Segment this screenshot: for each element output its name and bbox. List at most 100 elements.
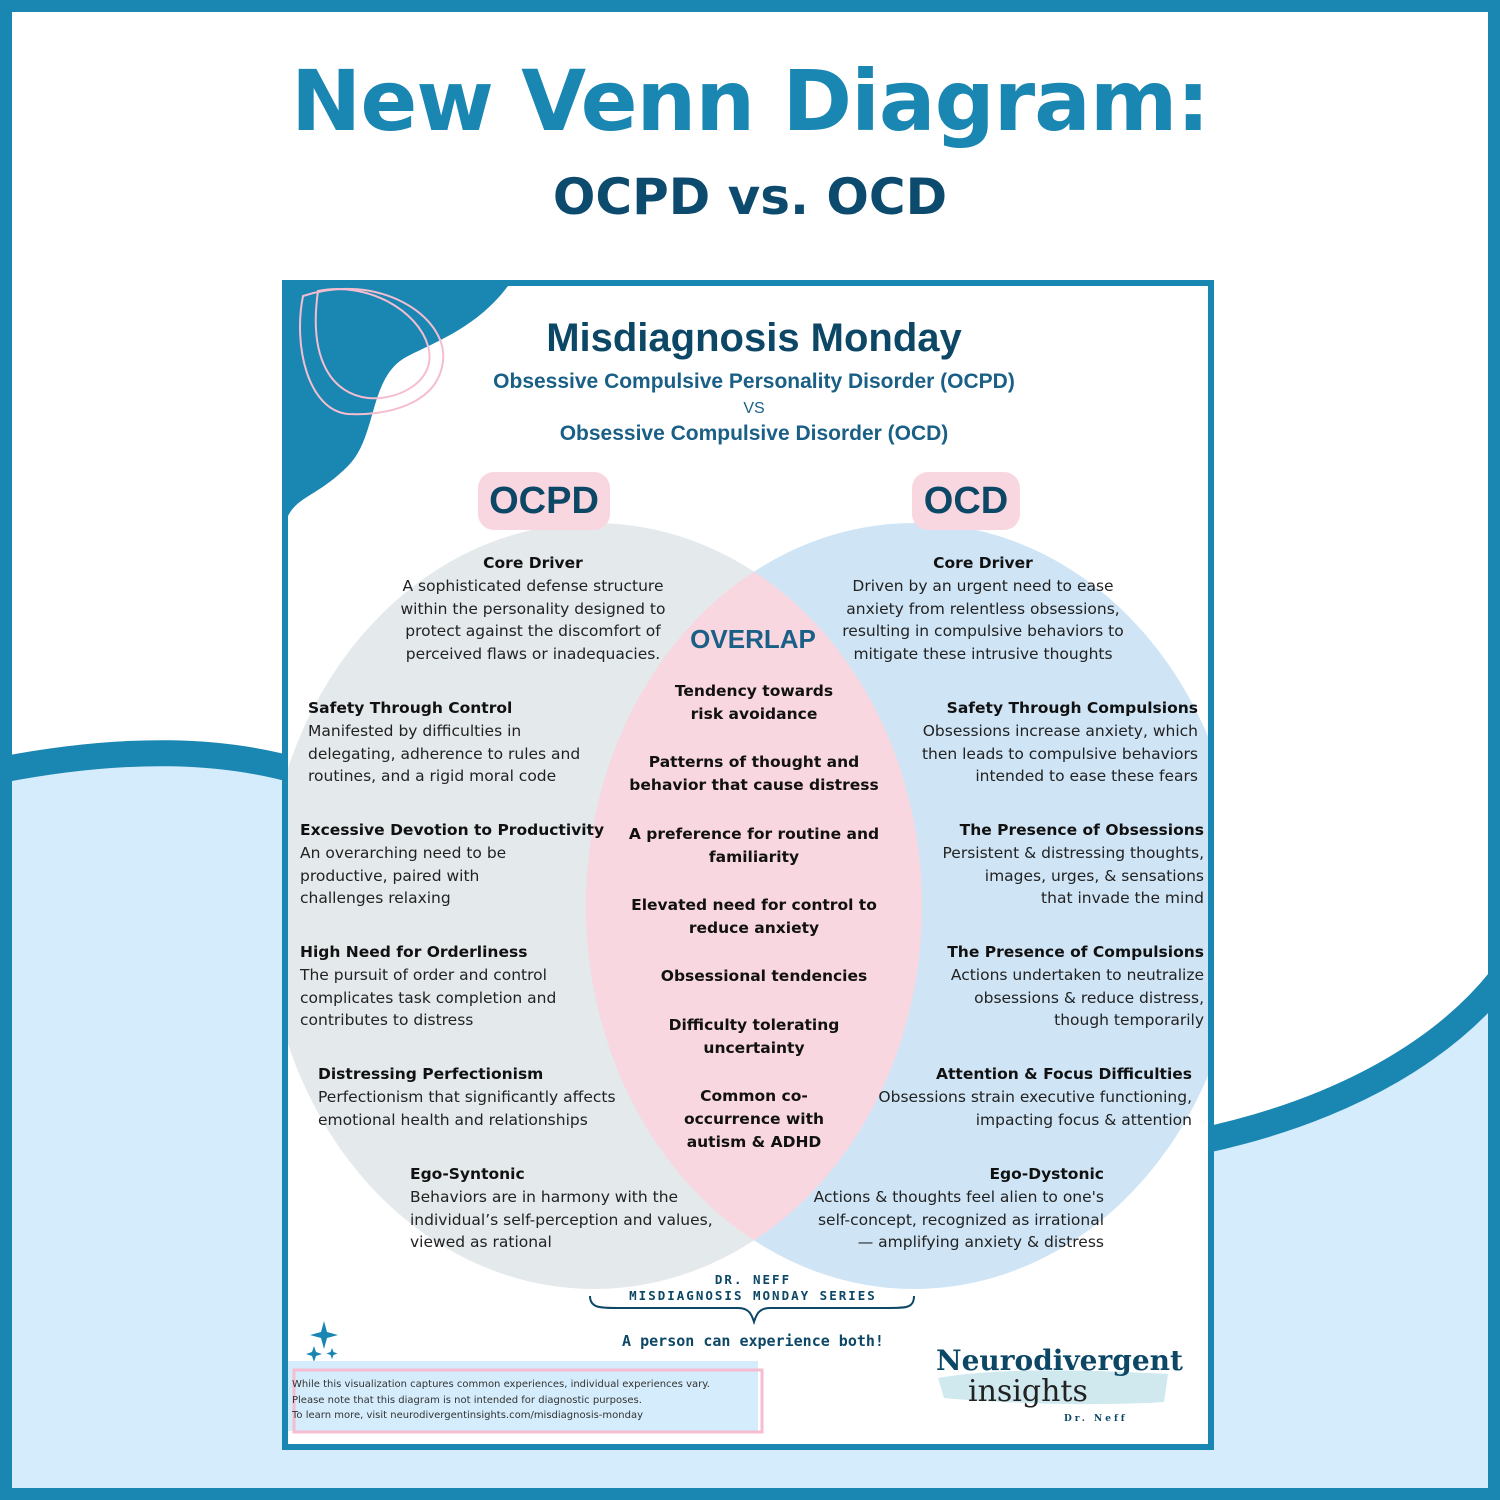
disclaimer-line: To learn more, visit neurodivergentinsig…: [292, 1410, 644, 1421]
experience-both-note: A person can experience both!: [622, 1332, 884, 1350]
venn-item-text: self-concept, recognized as irrational: [817, 1210, 1104, 1229]
venn-item-text: Perfectionism that significantly affects: [318, 1088, 616, 1106]
card-subtitle-ocpd: Obsessive Compulsive Personality Disorde…: [493, 370, 1015, 393]
venn-item-text: resulting in compulsive behaviors to: [842, 622, 1124, 640]
venn-item-heading: Attention & Focus Difficulties: [936, 1065, 1192, 1083]
venn-item-text: productive, paired with: [300, 866, 480, 885]
sparkle-icon: [306, 1321, 338, 1362]
overlap-label: OVERLAP: [690, 624, 816, 654]
venn-item-text: complicates task completion and: [300, 988, 557, 1007]
venn-item-text: Manifested by difficulties in: [308, 722, 522, 740]
venn-item-text: delegating, adherence to rules and: [308, 744, 581, 763]
page-subtitle: OCPD vs. OCD: [552, 168, 948, 226]
overlap-item: Common co-occurrence with autism & ADHD: [614, 1085, 894, 1154]
series-name: MISDIAGNOSIS MONDAY SERIES: [629, 1288, 877, 1303]
overlap-item-text: Difficulty tolerating: [668, 1016, 840, 1034]
venn-item-text: mitigate these intrusive thoughts: [853, 644, 1113, 663]
logo-neurodivergent: Neurodivergent: [936, 1344, 1183, 1377]
venn-item-text: Persistent & distressing thoughts,: [942, 844, 1204, 862]
overlap-region: [586, 523, 922, 1289]
venn-item: Excessive Devotion to Productivity An ove…: [300, 819, 610, 910]
venn-item-text: perceived flaws or inadequacies.: [405, 644, 661, 663]
venn-item-text: Driven by an urgent need to ease: [852, 577, 1114, 595]
venn-item-text: routines, and a rigid moral code: [308, 767, 557, 785]
overlap-item-text: Common co-: [700, 1087, 808, 1105]
venn-item-text: viewed as rational: [410, 1233, 552, 1251]
ocpd-label: OCPD: [478, 472, 610, 530]
venn-item-text: An overarching need to be: [300, 844, 507, 862]
overlap-item-text: occurrence with: [683, 1110, 825, 1128]
venn-item-heading: Core Driver: [933, 554, 1033, 572]
overlap-item: Obsessional tendencies: [624, 965, 904, 988]
venn-item-text: anxiety from relentless obsessions,: [846, 599, 1120, 618]
ocd-label: OCD: [912, 472, 1020, 530]
venn-item-text: contributes to distress: [300, 1011, 474, 1029]
overlap-item-text: autism & ADHD: [686, 1133, 822, 1151]
venn-item-heading: Ego-Syntonic: [410, 1165, 525, 1183]
series-author: DR. NEFF: [714, 1272, 792, 1287]
venn-item-text: Obsessions strain executive functioning,: [878, 1088, 1192, 1106]
venn-item-text: intended to ease these fears: [975, 767, 1198, 785]
overlap-item: Tendency towards risk avoidance: [614, 680, 894, 726]
venn-item-text: A sophisticated defense structure: [402, 577, 664, 595]
venn-item-text: The pursuit of order and control: [300, 966, 547, 984]
card-vs: VS: [743, 400, 765, 417]
overlap-item-text: reduce anxiety: [688, 919, 820, 937]
overlap-item-text: Obsessional tendencies: [660, 967, 868, 985]
venn-item-text: then leads to compulsive behaviors: [921, 744, 1198, 763]
overlap-item: Elevated need for control to reduce anxie…: [614, 894, 894, 940]
venn-item-text: protect against the discomfort of: [405, 622, 661, 640]
overlap-item-text: behavior that cause distress: [629, 776, 879, 794]
corner-blob: [288, 286, 508, 516]
overlap-item-text: familiarity: [708, 848, 800, 866]
disclaimer-line: While this visualization captures common…: [292, 1379, 710, 1390]
venn-item-heading: High Need for Orderliness: [300, 943, 528, 961]
venn-item-text: individual’s self-perception and values,: [410, 1210, 713, 1229]
venn-item-text: though temporarily: [1054, 1011, 1204, 1029]
venn-item-heading: Distressing Perfectionism: [318, 1065, 544, 1083]
venn-item-text: within the personality designed to: [400, 599, 666, 618]
overlap-item-text: uncertainty: [703, 1039, 805, 1057]
card-subtitle-ocd: Obsessive Compulsive Disorder (OCD): [559, 422, 949, 445]
venn-item-text: Behaviors are in harmony with the: [410, 1188, 679, 1206]
venn-item-text: challenges relaxing: [300, 889, 451, 907]
venn-item-text: that invade the mind: [1041, 889, 1204, 907]
logo-author: Dr. Neff: [1064, 1414, 1128, 1424]
venn-item-text: impacting focus & attention: [975, 1110, 1192, 1129]
page-title: New Venn Diagram:: [291, 52, 1210, 150]
overlap-item-text: Elevated need for control to: [631, 896, 877, 914]
logo-insights: insights: [968, 1374, 1088, 1409]
overlap-item-text: risk avoidance: [690, 705, 818, 723]
venn-item-heading: Safety Through Control: [308, 699, 513, 717]
venn-item-heading: Excessive Devotion to Productivity: [300, 821, 605, 839]
overlap-item-text: Patterns of thought and: [648, 753, 860, 771]
overlap-item: Difficulty tolerating uncertainty: [614, 1014, 894, 1060]
venn-item-text: obsessions & reduce distress,: [974, 988, 1204, 1007]
venn-item-heading: Safety Through Compulsions: [946, 699, 1198, 717]
disclaimer: While this visualization captures common…: [292, 1377, 762, 1424]
card-title: Misdiagnosis Monday: [546, 316, 962, 360]
venn-item-text: Actions & thoughts feel alien to one's: [813, 1188, 1104, 1206]
venn-item-text: Actions undertaken to neutralize: [950, 966, 1204, 984]
venn-item-text: images, urges, & sensations: [984, 866, 1204, 885]
venn-item-heading: Ego-Dystonic: [989, 1165, 1104, 1183]
venn-graphic: [288, 286, 1208, 1434]
overlap-item-text: Tendency towards: [674, 682, 834, 700]
venn-item-text: emotional health and relationships: [318, 1110, 588, 1129]
venn-card: Misdiagnosis Monday Obsessive Compulsive…: [282, 280, 1214, 1450]
venn-item-heading: The Presence of Compulsions: [947, 943, 1204, 961]
venn-item-heading: The Presence of Obsessions: [959, 821, 1204, 839]
